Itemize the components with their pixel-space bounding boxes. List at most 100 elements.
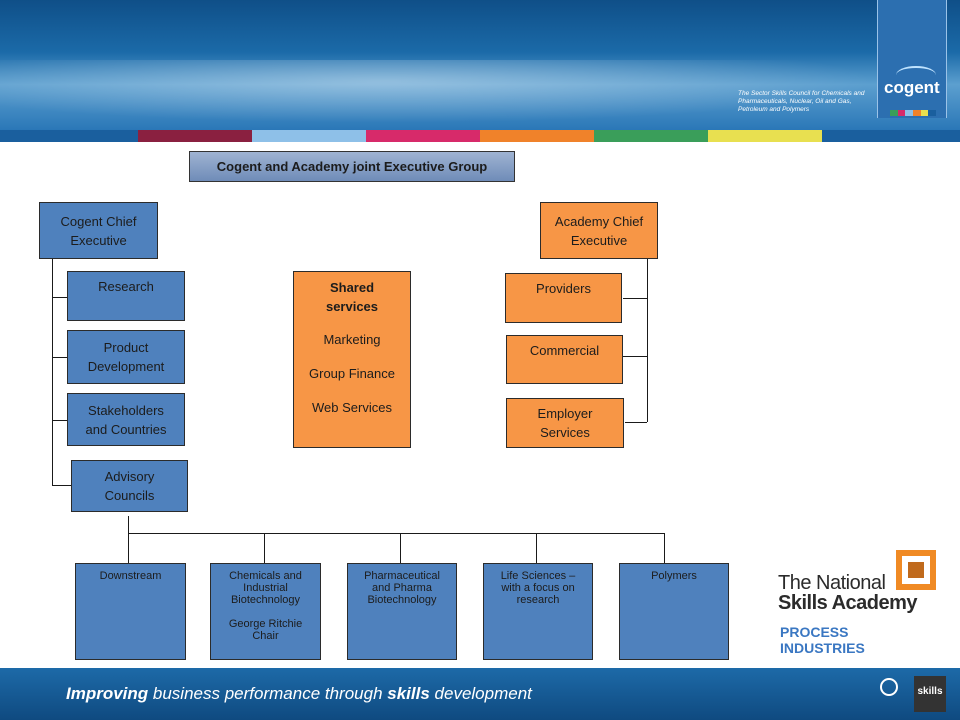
service-group-finance: Group Finance [309, 366, 395, 381]
cogent-logo-text: cogent [884, 78, 940, 97]
connector-line [647, 259, 648, 422]
council-label: Polymers [651, 570, 697, 582]
box-label: Executive [70, 232, 127, 248]
service-web-services: Web Services [312, 400, 392, 415]
box-label: Research [98, 279, 154, 294]
connector-line [128, 533, 665, 534]
nsa-logo-line4: INDUSTRIES [780, 640, 865, 656]
box-label: Providers [536, 281, 591, 296]
connector-line [264, 533, 265, 563]
box-label: services [325, 299, 379, 314]
council-label: Biotechnology [367, 594, 437, 606]
council-label: research [516, 594, 560, 606]
council-label: Industrial [243, 582, 288, 594]
employer-services-box: Employer Services [506, 398, 624, 448]
nsa-logo-subtitle: PROCESS INDUSTRIES [780, 624, 865, 656]
council-label: with a focus on [501, 582, 575, 594]
box-label: Development [87, 359, 165, 374]
connector-line [400, 533, 401, 563]
council-polymers-box: Polymers [619, 563, 729, 660]
footer-slogan-part: Improving [66, 684, 149, 703]
connector-line [52, 485, 71, 486]
connector-line [625, 422, 647, 423]
cogent-logo-arc-icon [896, 66, 936, 84]
box-label: Commercial [529, 343, 600, 358]
footer-slogan-part: skills [387, 684, 430, 703]
connector-line [128, 516, 129, 534]
color-stripe-segment [480, 130, 594, 142]
connector-line [52, 420, 67, 421]
box-label: Shared [329, 280, 375, 295]
stakeholders-and-countries-box: Stakeholders and Countries [67, 393, 185, 446]
commercial-box: Commercial [506, 335, 623, 384]
council-downstream-box: Downstream [75, 563, 186, 660]
advisory-councils-box: Advisory Councils [71, 460, 188, 512]
nsa-logo-line1: The National [778, 572, 886, 594]
council-label: Chair [252, 630, 279, 642]
cogent-logo-color-strip [890, 110, 937, 116]
box-label: Councils [104, 488, 155, 503]
council-label: Life Sciences – [500, 570, 576, 582]
color-stripe-segment [822, 130, 960, 142]
connector-line [536, 533, 537, 563]
shared-services-heading: Shared services [326, 278, 378, 316]
nsa-logo-line3: PROCESS [780, 624, 849, 640]
investors-in-people-logo [874, 678, 904, 712]
shared-services-box: Shared services Marketing Group Finance … [293, 271, 411, 448]
council-label: Chemicals and [229, 570, 302, 582]
crop-frame-inner-icon [908, 562, 924, 578]
providers-box: Providers [505, 273, 622, 323]
council-chemicals-box: Chemicals and Industrial Biotechnology G… [210, 563, 321, 660]
service-marketing: Marketing [323, 332, 381, 347]
color-stripe-segment [708, 130, 822, 142]
box-label: Services [540, 425, 590, 440]
box-label: Employer [537, 406, 593, 421]
water-wave-graphic [0, 60, 960, 130]
academy-chief-executive-box: Academy Chief Executive [540, 202, 658, 259]
research-box: Research [67, 271, 185, 321]
color-stripe-segment [252, 130, 366, 142]
box-label: Product [103, 340, 149, 355]
footer-slogan-part: business performance through [148, 684, 388, 703]
diagram-title-text: Cogent and Academy joint Executive Group [216, 159, 488, 174]
color-stripe-bar [0, 130, 960, 142]
council-pharmaceutical-box: Pharmaceutical and Pharma Biotechnology [347, 563, 457, 660]
connector-line [128, 533, 129, 563]
spacer [211, 606, 320, 618]
cogent-chief-executive-box: Cogent Chief Executive [39, 202, 158, 259]
diagram-title: Cogent and Academy joint Executive Group [189, 151, 515, 182]
crop-frame-icon [896, 550, 936, 590]
skills-for-business-logo: skills [914, 676, 946, 712]
box-label: Stakeholders [88, 402, 164, 418]
council-label: George Ritchie [228, 618, 303, 630]
council-label: Downstream [99, 570, 162, 582]
header-banner: The Sector Skills Council for Chemicals … [0, 0, 960, 130]
council-label: Pharmaceutical [364, 570, 440, 582]
connector-line [664, 533, 665, 563]
color-stripe-segment [594, 130, 708, 142]
box-label: and Countries [85, 421, 167, 437]
footer-banner: Improving business performance through s… [0, 668, 960, 720]
color-stripe-segment [138, 130, 252, 142]
box-label: Advisory [104, 469, 155, 484]
footer-slogan-part: development [429, 684, 532, 703]
ring-icon [880, 678, 898, 696]
nsa-logo-line2: Skills Academy [778, 592, 918, 614]
header-tagline: The Sector Skills Council for Chemicals … [738, 90, 865, 113]
product-development-box: Product Development [67, 330, 185, 384]
box-label: Executive [570, 232, 628, 248]
connector-line [52, 357, 67, 358]
connector-line [623, 298, 647, 299]
connector-line [52, 259, 53, 485]
footer-slogan: Improving business performance through s… [66, 684, 532, 704]
box-label: Academy Chief [554, 213, 644, 229]
skills-badge-text: skills [917, 686, 943, 697]
council-life-sciences-box: Life Sciences – with a focus on research [483, 563, 593, 660]
cogent-logo: cogent [877, 0, 947, 118]
national-skills-academy-logo: The National Skills Academy PROCESS INDU… [778, 548, 948, 658]
connector-line [623, 356, 647, 357]
color-stripe-segment [366, 130, 480, 142]
council-label: and Pharma [372, 582, 432, 594]
connector-line [52, 297, 67, 298]
color-stripe-segment [0, 130, 138, 142]
